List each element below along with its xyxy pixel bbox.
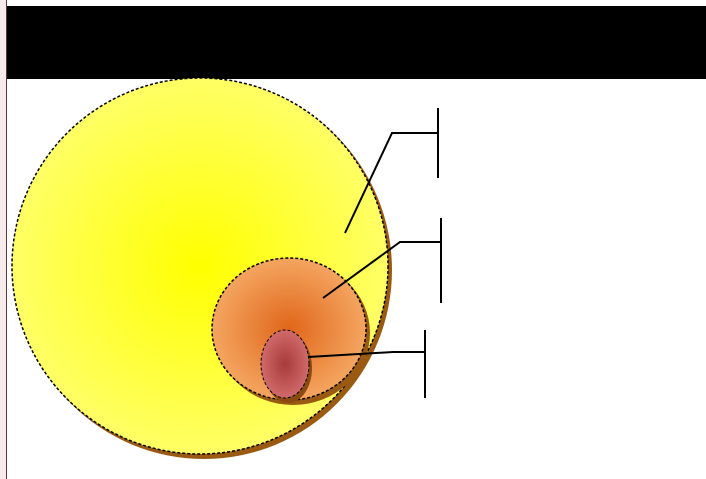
inner-oval bbox=[261, 330, 309, 398]
outer-circle bbox=[12, 78, 388, 454]
